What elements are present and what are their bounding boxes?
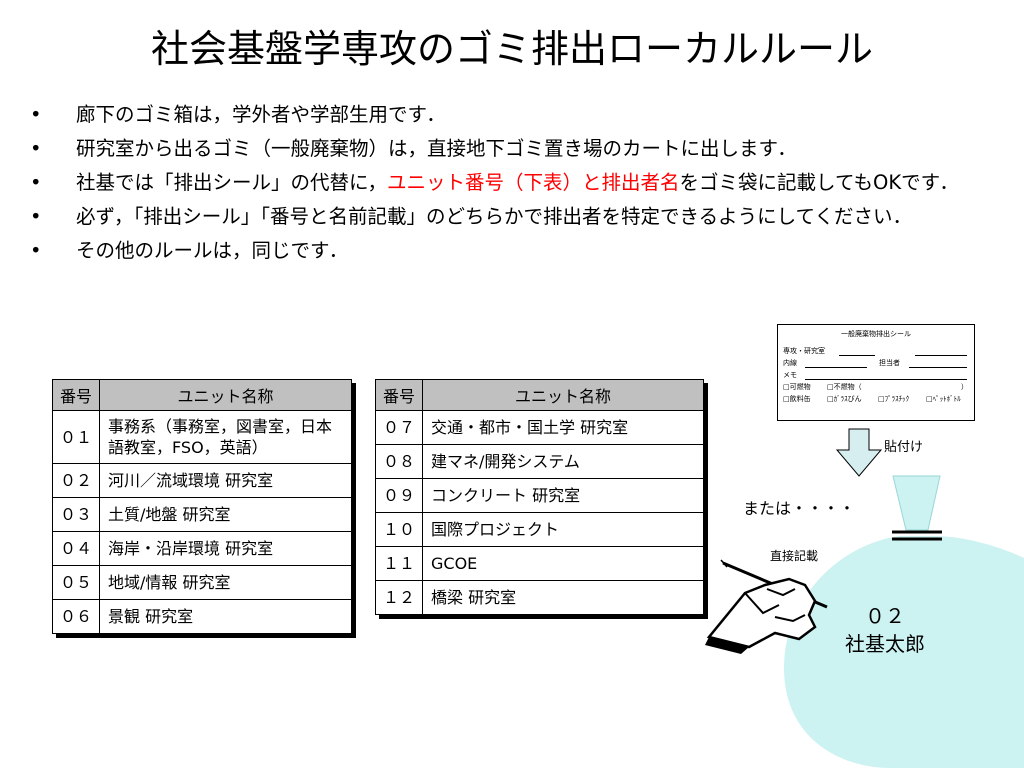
table-row: ０５ 地域/情報 研究室 xyxy=(52,565,352,600)
unit-number: ０８ xyxy=(375,444,423,479)
writing-hand-icon xyxy=(705,559,828,654)
seal-memo-line xyxy=(805,379,967,380)
header-number: 番号 xyxy=(375,379,423,411)
seal-row-type2: □飲料缶 □ｶﾞﾗｽびん □ﾌﾟﾗｽﾁｯｸ □ﾍﾟｯﾄﾎﾞﾄﾙ xyxy=(783,394,974,406)
unit-table-right: 番号 ユニット名称 ０７ 交通・都市・国土学 研究室 ０８ 建マネ/開発システム… xyxy=(375,379,704,615)
table-header-row: 番号 ユニット名称 xyxy=(52,379,352,411)
table-row: １２ 橋梁 研究室 xyxy=(375,580,704,615)
unit-number: ０２ xyxy=(52,463,100,498)
header-unit-name: ユニット名称 xyxy=(422,379,704,411)
unit-number: ０４ xyxy=(52,531,100,566)
header-number: 番号 xyxy=(52,379,100,411)
unit-number: １０ xyxy=(375,512,423,547)
bag-number: ０２ xyxy=(865,604,905,628)
bullet-text-post: をゴミ袋に記載してもOKです． xyxy=(679,171,959,194)
bullet-text: 廊下のゴミ箱は，学外者や学部生用です． xyxy=(76,103,446,126)
table-row: １０ 国際プロジェクト xyxy=(375,512,704,547)
unit-name: 国際プロジェクト xyxy=(422,512,704,547)
seal-ext-label: 内線 xyxy=(783,359,797,367)
unit-number: １２ xyxy=(375,580,423,615)
seal-memo-label: メモ xyxy=(783,371,797,379)
unit-name: 海岸・沿岸環境 研究室 xyxy=(99,531,352,566)
garbage-bag-icon xyxy=(784,475,1024,768)
seal-dept-line-2 xyxy=(915,355,967,356)
bullet-text-highlight: ユニット番号（下表）と排出者名 xyxy=(387,171,680,194)
seal-row-type1: □可燃物 □不燃物（ ） xyxy=(783,382,974,394)
unit-name: 地域/情報 研究室 xyxy=(99,565,352,600)
unit-name: コンクリート 研究室 xyxy=(422,478,704,513)
slide-title: 社会基盤学専攻のゴミ排出ローカルルール xyxy=(150,27,873,71)
bullet-text: 研究室から出るゴミ（一般廃棄物）は，直接地下ゴミ置き場のカートに出します． xyxy=(76,137,797,160)
unit-number: ０６ xyxy=(52,599,100,634)
table-row: ０２ 河川／流域環境 研究室 xyxy=(52,463,352,498)
unit-number: ０９ xyxy=(375,478,423,513)
seal-burnable: □可燃物 xyxy=(783,383,811,391)
seal-person-label: 担当者 xyxy=(879,359,900,367)
header-unit-name: ユニット名称 xyxy=(99,379,352,411)
bullet-item: • 社基では「排出シール」の代替に，ユニット番号（下表）と排出者名をゴミ袋に記載… xyxy=(30,168,1000,198)
seal-plastic: □ﾌﾟﾗｽﾁｯｸ xyxy=(878,395,910,403)
bullet-text-pre: 社基では「排出シール」の代替に， xyxy=(76,171,388,194)
table-row: ０８ 建マネ/開発システム xyxy=(375,444,704,479)
table-row: ０９ コンクリート 研究室 xyxy=(375,478,704,513)
bullet-dot: • xyxy=(30,137,42,160)
table-header-row: 番号 ユニット名称 xyxy=(375,379,704,411)
seal-dept-line xyxy=(839,355,875,356)
paste-label: 貼付け xyxy=(884,440,924,455)
unit-number: ０７ xyxy=(375,410,423,445)
unit-name: GCOE xyxy=(422,546,704,581)
unit-name: 交通・都市・国土学 研究室 xyxy=(422,410,704,445)
seal-glass: □ｶﾞﾗｽびん xyxy=(827,395,862,403)
seal-row-dept: 専攻・研究室 xyxy=(783,346,974,358)
unit-number: １１ xyxy=(375,546,423,581)
or-label: または・・・・ xyxy=(743,499,856,518)
bullet-dot: • xyxy=(30,205,42,228)
seal-ext-line xyxy=(805,367,867,368)
bullet-dot: • xyxy=(30,239,42,262)
seal-nonburnable-close: ） xyxy=(961,383,968,391)
unit-name: 事務系（事務室，図書室，日本語教室，FSO，英語） xyxy=(99,410,352,464)
bullet-item: • その他のルールは，同じです． xyxy=(30,236,1000,266)
down-arrow-icon xyxy=(835,428,883,477)
unit-number: ０３ xyxy=(52,497,100,532)
seal-drink: □飲料缶 xyxy=(783,395,811,403)
seal-row-ext: 内線 担当者 xyxy=(783,358,974,370)
bullet-item: • 必ず，「排出シール」「番号と名前記載」のどちらかで排出者を特定できるようにし… xyxy=(30,202,1000,232)
bullet-dot: • xyxy=(30,103,42,126)
unit-name: 橋梁 研究室 xyxy=(422,580,704,615)
unit-number: ０１ xyxy=(52,410,100,464)
table-row: ０６ 景観 研究室 xyxy=(52,599,352,634)
table-row: ０４ 海岸・沿岸環境 研究室 xyxy=(52,531,352,566)
unit-table-left: 番号 ユニット名称 ０１ 事務系（事務室，図書室，日本語教室，FSO，英語） ０… xyxy=(52,379,352,634)
bag-label: ０２ 社基太郎 xyxy=(810,602,960,658)
unit-name: 河川／流域環境 研究室 xyxy=(99,463,352,498)
bullet-item: • 研究室から出るゴミ（一般廃棄物）は，直接地下ゴミ置き場のカートに出します． xyxy=(30,134,1000,164)
unit-name: 景観 研究室 xyxy=(99,599,352,634)
table-row: ０１ 事務系（事務室，図書室，日本語教室，FSO，英語） xyxy=(52,410,352,464)
table-row: １１ GCOE xyxy=(375,546,704,581)
seal-nonburnable: □不燃物（ xyxy=(827,383,862,391)
table-row: ０７ 交通・都市・国土学 研究室 xyxy=(375,410,704,445)
bullet-item: • 廊下のゴミ箱は，学外者や学部生用です． xyxy=(30,100,1000,130)
rules-list: • 廊下のゴミ箱は，学外者や学部生用です． • 研究室から出るゴミ（一般廃棄物）… xyxy=(30,100,1000,270)
bag-owner-name: 社基太郎 xyxy=(845,632,925,656)
direct-write-label: 直接記載 xyxy=(770,549,819,563)
bullet-text: その他のルールは，同じです． xyxy=(76,239,349,262)
unit-name: 土質/地盤 研究室 xyxy=(99,497,352,532)
seal-row-memo: メモ xyxy=(783,370,974,382)
table-row: ０３ 土質/地盤 研究室 xyxy=(52,497,352,532)
seal-dept-label: 専攻・研究室 xyxy=(783,347,825,355)
bullet-text: 必ず，「排出シール」「番号と名前記載」のどちらかで排出者を特定できるようにしてく… xyxy=(76,205,912,228)
seal-pet: □ﾍﾟｯﾄﾎﾞﾄﾙ xyxy=(926,395,961,403)
unit-number: ０５ xyxy=(52,565,100,600)
bullet-dot: • xyxy=(30,171,42,194)
seal-person-line xyxy=(909,367,967,368)
discharge-seal: 一般廃棄物排出シール 専攻・研究室 内線 担当者 メモ □可燃物 □不燃物（ ）… xyxy=(777,324,975,421)
unit-name: 建マネ/開発システム xyxy=(422,444,704,479)
seal-title: 一般廃棄物排出シール xyxy=(841,330,911,338)
